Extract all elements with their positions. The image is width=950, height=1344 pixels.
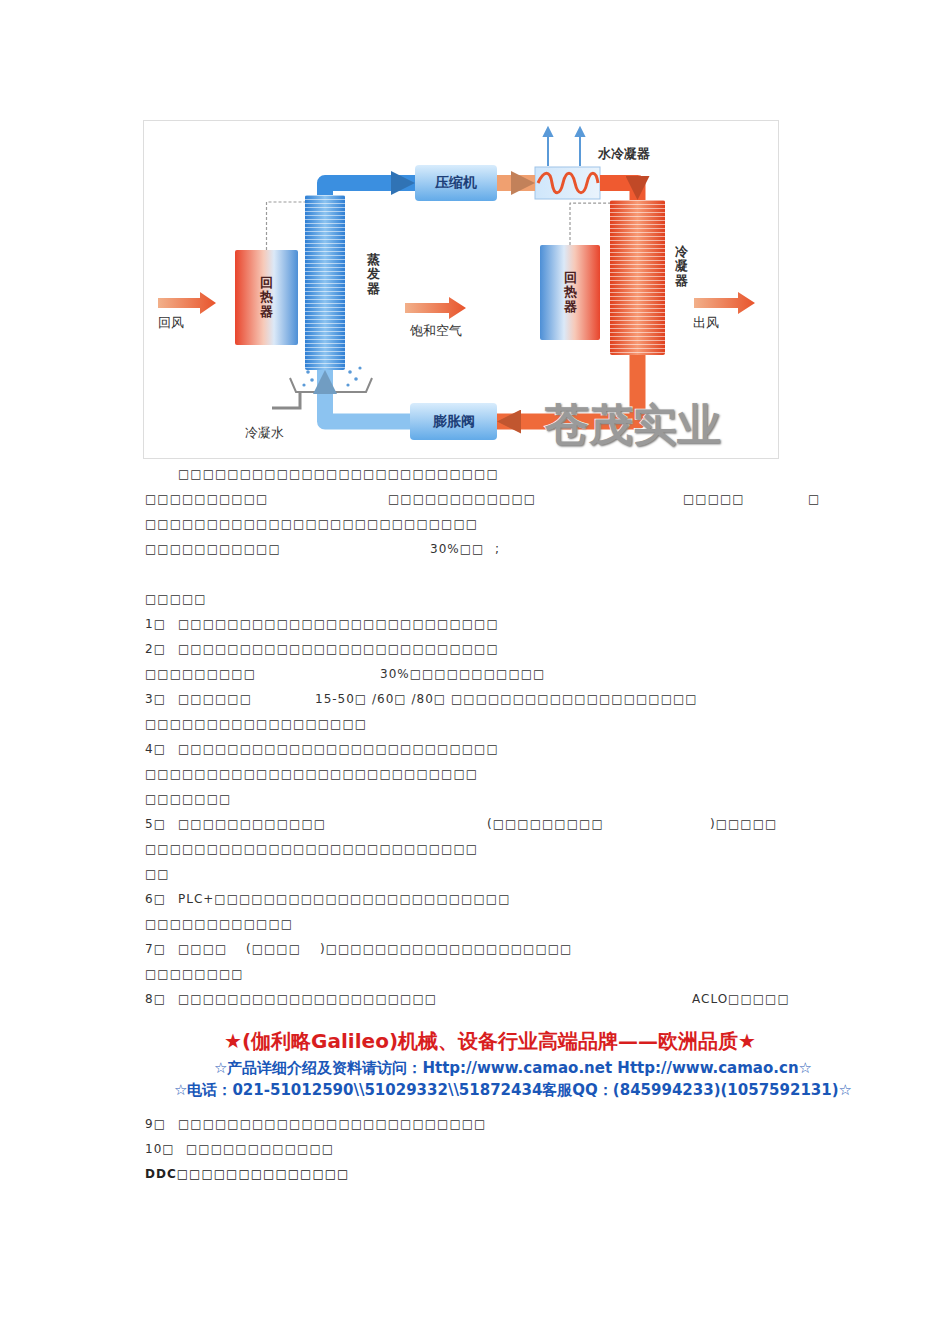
body-text: □□□□□□□□□□□	[145, 542, 281, 556]
node-label: 冷凝器	[675, 245, 688, 288]
body-text: □□□□□□□□□□□□□□□□□□□□□□□□□□	[178, 642, 499, 656]
body-text: □□□□□□□□□	[145, 667, 256, 681]
water-condenser-housing	[535, 167, 600, 199]
water-condenser: 水冷凝器	[535, 167, 600, 199]
body-text: □□□□□□□	[145, 792, 231, 806]
heat-pipe-link	[267, 202, 306, 250]
body-text: □□□□□□□□□□□□□□□□□□□□□□□□□□□	[145, 842, 478, 856]
banner-text: ☆电话：021-51012590\\51029332\\51872434客服QQ…	[174, 1081, 852, 1100]
body-text: 4□	[145, 742, 166, 756]
drain-pipe	[272, 392, 300, 408]
refrigerant-pipe	[497, 175, 535, 191]
body-text: □□□□□□□□□□□□□□□□□□□□□□□□□□	[178, 467, 499, 481]
expansion-valve-box: 膨胀阀	[410, 403, 497, 440]
condenser-coil: 冷凝器	[610, 200, 665, 355]
body-text: □□□□□	[683, 492, 745, 506]
body-text: □□□□□□□□□□□□□□□□□□□□□□□□□□□	[145, 517, 478, 531]
air-arrow	[158, 292, 216, 314]
body-text: □□□□□□□□□□□□□□□□□□□□□□□□□□	[178, 617, 499, 631]
body-text: 10□	[145, 1142, 175, 1156]
node-label: 回热器	[260, 276, 273, 319]
node-label: 蒸发器	[367, 253, 380, 296]
body-text: 30%□□	[430, 542, 484, 556]
body-text: □□□□□□□□□□□□□□□□□□□□□□□□□□□	[145, 767, 478, 781]
refrigerant-pipe	[325, 370, 410, 422]
body-text: )□□□□□□□□□□□□□□□□□□□□	[320, 942, 572, 956]
body-text: DDC□□□□□□□□□□□□□□	[145, 1167, 349, 1181]
air-label: 出风	[693, 314, 719, 332]
body-text: □□□□□□□□□□□□□□□□□□□□□	[178, 992, 437, 1006]
body-text: 8□	[145, 992, 166, 1006]
body-text: ;	[495, 542, 500, 556]
recuperator-box: 回热器	[235, 250, 298, 345]
compressor-box: 压缩机	[415, 165, 497, 201]
body-text: 3□	[145, 692, 166, 706]
water-coil	[538, 173, 598, 193]
refrigerant-pipe	[325, 183, 415, 195]
body-text: □□□□□	[145, 592, 207, 606]
body-text: □□□□	[178, 942, 227, 956]
body-text: □□□□□□□□□□□□	[145, 917, 293, 931]
body-text: )□□□□□	[710, 817, 777, 831]
evaporator-coil: 蒸发器	[305, 195, 345, 370]
body-text: (□□□□□□□□□	[487, 817, 604, 831]
refrigerant-pipe	[600, 183, 638, 200]
body-text: □□	[145, 867, 170, 881]
body-text: □□□□□□□□□□□□	[186, 1142, 334, 1156]
node-label: 压缩机	[435, 174, 477, 192]
body-text: ACLO□□□□□	[692, 992, 790, 1006]
body-text: □□□□□□□□□□□□□□□□□□□□□□□□□	[178, 1117, 486, 1131]
node-label: 水冷凝器	[598, 145, 650, 163]
air-arrow	[694, 292, 755, 314]
node-label: 回热器	[564, 271, 577, 314]
water-flow-arrows	[544, 128, 584, 166]
body-text: □□□□□□□□□□□□□□□□□□□□□□□□□□	[178, 742, 499, 756]
banner-text: ★(伽利略Galileo)机械、设备行业高端品牌——欧洲品质★	[224, 1028, 756, 1055]
banner-text: ☆产品详细介绍及资料请访问：Http://www.camao.net Http:…	[214, 1059, 812, 1078]
air-arrow	[405, 297, 466, 319]
body-text: 2□	[145, 642, 166, 656]
node-label: 膨胀阀	[433, 413, 475, 431]
body-text: □□□□□□	[178, 692, 252, 706]
body-text: □□□□□□□□□□□□	[388, 492, 536, 506]
body-text: 6□	[145, 892, 166, 906]
air-label: 回风	[158, 314, 184, 332]
water-label: 冷凝水	[245, 424, 284, 442]
body-text: (□□□□	[246, 942, 301, 956]
body-text: □	[808, 492, 820, 506]
body-text: 1□	[145, 617, 166, 631]
body-text: 9□	[145, 1117, 166, 1131]
body-text: □□□□□□□□□□	[145, 492, 268, 506]
body-text: □□□□□□□□	[145, 967, 244, 981]
body-text: 15-50□ /60□ /80□ □□□□□□□□□□□□□□□□□□□□	[315, 692, 698, 706]
body-text: 30%□□□□□□□□□□□	[380, 667, 545, 681]
watermark: 苍茂实业	[545, 396, 721, 455]
heat-pipe-link	[570, 203, 610, 245]
body-text: 5□	[145, 817, 166, 831]
body-text: 7□	[145, 942, 166, 956]
figure-frame	[144, 121, 779, 459]
air-label: 饱和空气	[410, 322, 462, 340]
body-text: □□□□□□□□□□□□□□□□□□	[145, 717, 367, 731]
body-text: PLC+□□□□□□□□□□□□□□□□□□□□□□□□	[178, 892, 510, 906]
body-text: □□□□□□□□□□□□	[178, 817, 326, 831]
recuperator-box: 回热器	[540, 245, 600, 340]
